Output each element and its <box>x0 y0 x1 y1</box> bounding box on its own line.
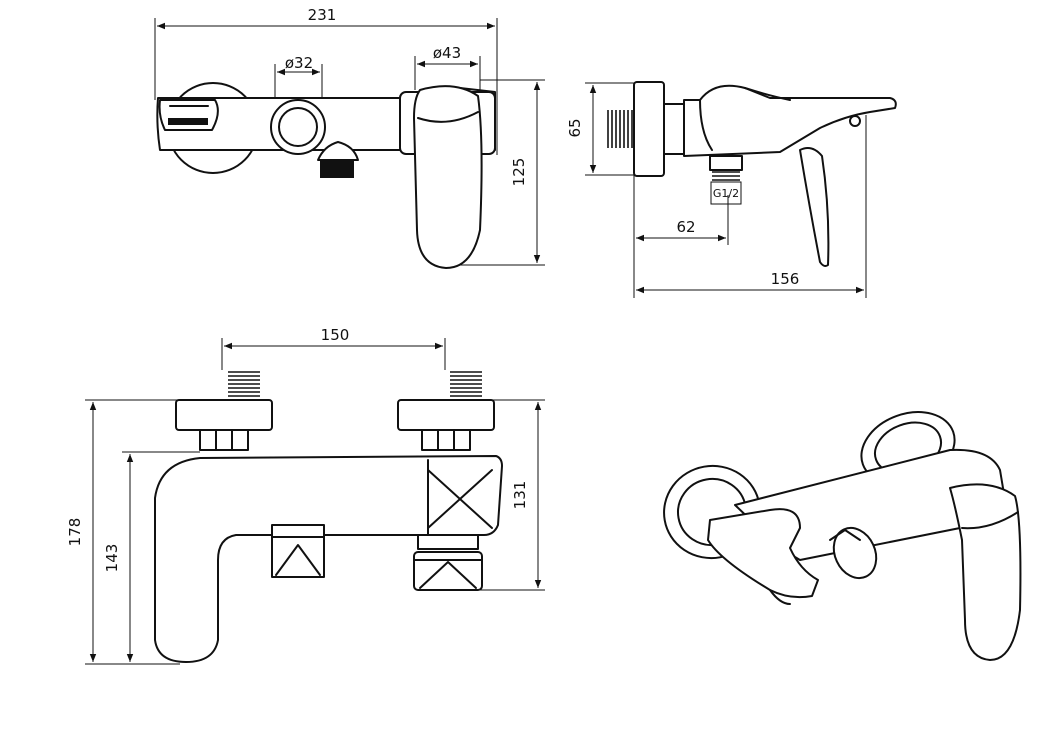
dim-150: 150 <box>321 326 350 344</box>
mixer-side-view-icon: G1/2 <box>607 81 897 267</box>
dim-156: 156 <box>771 270 800 288</box>
dim-dia-43: ø43 <box>433 44 461 62</box>
dim-131: 131 <box>511 481 529 510</box>
side-view: 65 62 156 <box>566 81 897 298</box>
mixer-perspective-icon <box>663 411 1022 661</box>
dim-125: 125 <box>510 158 528 187</box>
top-view: 231 ø32 ø43 125 <box>154 6 545 269</box>
dim-178: 178 <box>66 518 84 547</box>
dim-dia-32: ø32 <box>285 54 313 72</box>
mixer-top-view-icon <box>156 82 496 269</box>
dim-65: 65 <box>566 118 584 137</box>
front-view: 150 178 143 131 <box>66 326 545 665</box>
dim-231: 231 <box>308 6 337 24</box>
dim-143: 143 <box>103 544 121 573</box>
dim-62: 62 <box>676 218 695 236</box>
dim-thread-g12: G1/2 <box>713 187 739 200</box>
mixer-front-view-icon <box>154 371 503 663</box>
